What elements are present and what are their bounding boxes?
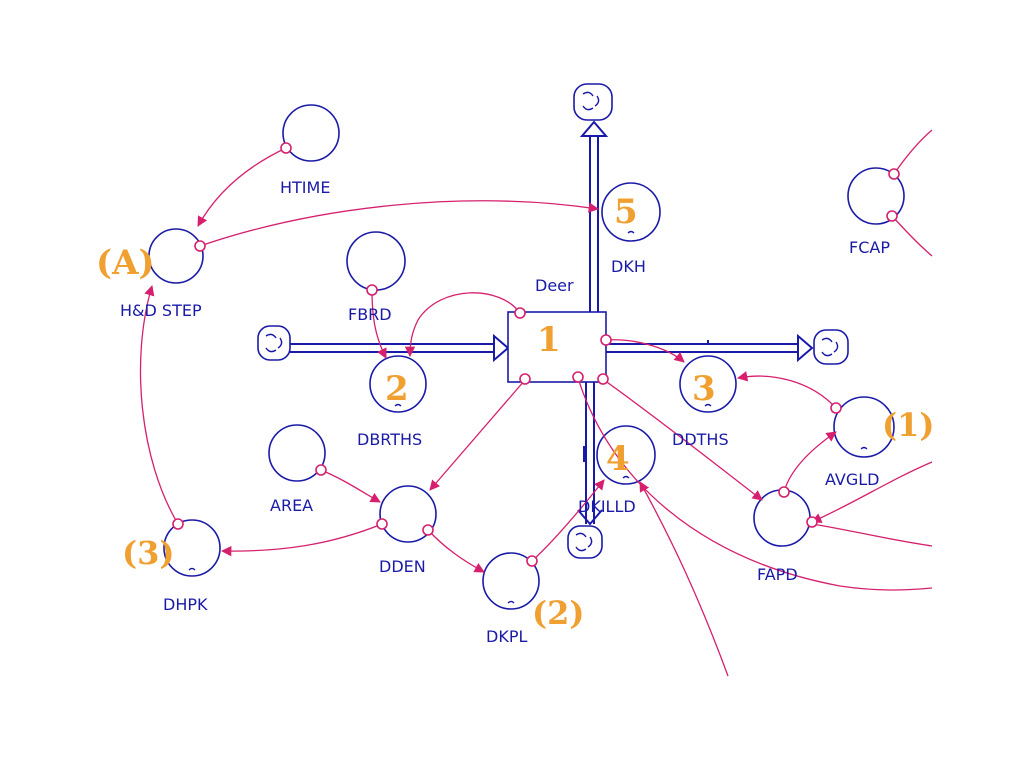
label-htime: HTIME [280,178,330,197]
label-dkpl: DKPL [486,627,527,646]
connector-dots [172,142,900,567]
var-dhpk[interactable] [163,519,221,577]
var-fbrd[interactable] [346,231,406,291]
label-ddths: DDTHS [672,430,729,449]
outflow-pipe-dkh [579,120,609,312]
var-dkilld[interactable] [596,425,656,485]
cloud-sink-bottom [567,525,603,559]
connectors [139,129,933,677]
inflow-pipe-dbrths [290,333,510,363]
var-fapd[interactable] [753,489,811,547]
cloud-sink-right [813,329,849,365]
annotation-a: (A) [96,243,155,283]
var-dkpl[interactable] [482,552,540,610]
label-area: AREA [270,496,313,515]
label-dhpk: DHPK [163,595,208,614]
var-dkh[interactable] [601,182,661,242]
cloud-source-left [257,325,291,361]
annotation-p3: (3) [122,534,175,572]
stock-deer[interactable] [507,311,607,383]
label-deer: Deer [535,276,574,295]
label-fcap: FCAP [849,238,890,257]
label-dkh: DKH [611,257,646,276]
label-fbrd: FBRD [348,305,392,324]
annotation-5: 5 [614,192,638,232]
annotation-1: 1 [537,320,561,360]
label-dden: DDEN [379,557,426,576]
var-htime[interactable] [282,104,340,162]
label-avgld: AVGLD [825,470,880,489]
cloud-sink-top [573,83,613,121]
var-fcap[interactable] [847,167,905,225]
var-hd-step[interactable] [148,228,204,284]
var-avgld[interactable] [833,396,895,458]
outflow-pipe-ddths [606,333,814,363]
var-dden[interactable] [379,485,437,543]
var-ddths[interactable] [679,355,737,413]
annotation-p1: (1) [882,406,935,444]
annotation-3: 3 [692,369,716,409]
var-area[interactable] [268,424,326,482]
var-dbrths[interactable] [369,355,427,413]
converter-marks [188,230,868,604]
outflow-pipe-dkilld [577,382,603,526]
annotation-2: 2 [385,369,409,409]
label-dkilld: DKILLD [578,497,636,516]
annotation-4: 4 [606,439,630,479]
label-dbrths: DBRTHS [357,430,422,449]
label-hd-step: H&D STEP [120,301,202,320]
label-fapd: FAPD [757,565,798,584]
annotation-p2: (2) [532,594,585,632]
